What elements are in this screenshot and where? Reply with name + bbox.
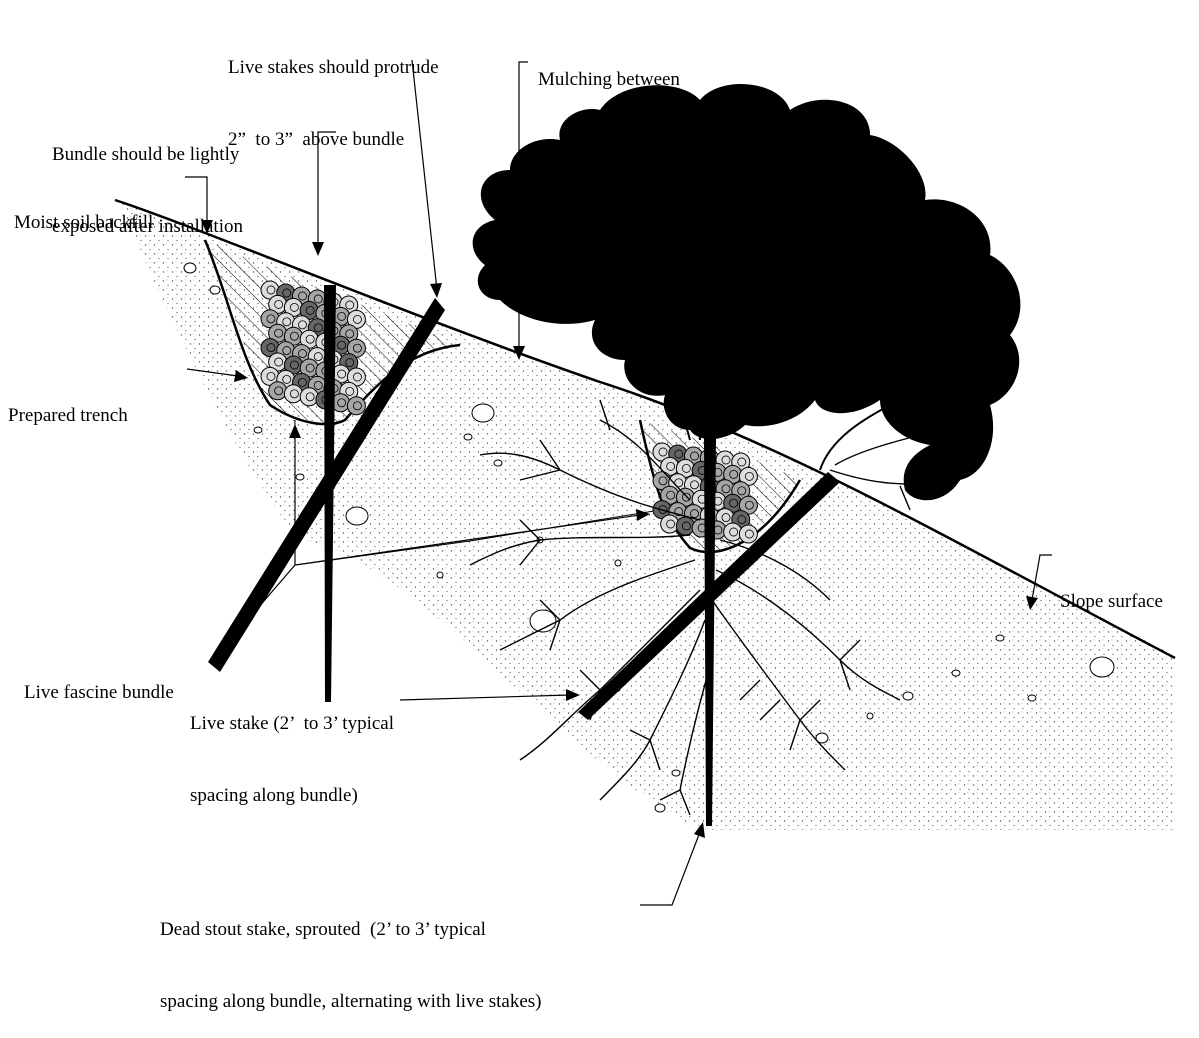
- pebble: [472, 404, 494, 422]
- arrowhead: [312, 242, 324, 256]
- label-line: Slope surface: [1060, 590, 1163, 614]
- label-line: fascine rows: [538, 140, 680, 164]
- label-line: Mulching between: [538, 68, 680, 92]
- pebble: [494, 460, 502, 466]
- label-line: Live stake (2’ to 3’ typical: [190, 712, 394, 736]
- fascine-stem: [269, 382, 287, 400]
- pebble: [615, 560, 621, 566]
- label-line: spacing along bundle, alternating with l…: [160, 990, 541, 1014]
- pebble: [655, 804, 665, 812]
- pebble: [437, 572, 443, 578]
- pebble: [903, 692, 913, 700]
- pebble: [1028, 695, 1036, 701]
- pebble: [672, 770, 680, 776]
- pebble: [867, 713, 873, 719]
- label-live-fascine-bundle: Live fascine bundle: [24, 633, 174, 729]
- label-prepared-trench: Prepared trench: [8, 356, 128, 452]
- label-line: spacing along bundle): [190, 784, 394, 808]
- label-live-stake: Live stake (2’ to 3’ typical spacing alo…: [190, 664, 394, 832]
- pebble: [952, 670, 960, 676]
- label-moist-soil: Moist soil backfill: [14, 163, 153, 259]
- pebble: [464, 434, 472, 440]
- pebble: [1090, 657, 1114, 677]
- arrowhead: [430, 283, 442, 298]
- pebble: [346, 507, 368, 525]
- label-mulching: Mulching between fascine rows: [538, 20, 680, 188]
- fascine-stem: [676, 517, 694, 535]
- label-line: Live fascine bundle: [24, 681, 174, 705]
- label-line: Moist soil backfill: [14, 211, 153, 235]
- label-line: Prepared trench: [8, 404, 128, 428]
- pebble: [184, 263, 196, 273]
- pebble: [210, 286, 220, 294]
- label-line: Live stakes should protrude: [228, 56, 439, 80]
- label-line: Dead stout stake, sprouted (2’ to 3’ typ…: [160, 918, 541, 942]
- pebble: [254, 427, 262, 433]
- label-live-stakes-protrude: Live stakes should protrude 2” to 3” abo…: [228, 8, 439, 176]
- fascine-stem: [739, 525, 757, 543]
- label-slope-surface: Slope surface: [1060, 542, 1163, 638]
- pebble: [996, 635, 1004, 641]
- label-dead-stout-stake: Dead stout stake, sprouted (2’ to 3’ typ…: [160, 870, 541, 1038]
- fascine-stem: [347, 397, 365, 415]
- fascine-stem: [661, 515, 679, 533]
- fascine-stem: [284, 385, 302, 403]
- fascine-stem: [300, 388, 318, 406]
- pebble: [296, 474, 304, 480]
- leader-dead-stout-stake: [640, 832, 700, 905]
- fascine-stem: [724, 523, 742, 541]
- label-line: 2” to 3” above bundle: [228, 128, 439, 152]
